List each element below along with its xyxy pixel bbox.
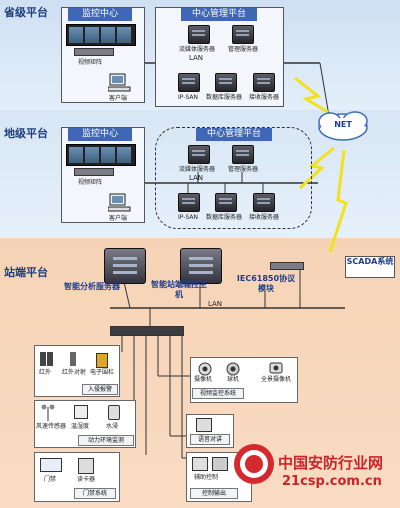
control-relay-icon bbox=[192, 457, 208, 471]
province-mgmt-server-icon bbox=[232, 25, 254, 44]
control-item-1: 辅助控制 bbox=[193, 474, 218, 481]
control-panel-icon bbox=[212, 457, 228, 471]
city-ipsan-label: IP-SAN bbox=[178, 214, 198, 221]
province-access-server-label: 接收服务器 bbox=[248, 94, 279, 101]
electronic-fence-icon bbox=[96, 353, 108, 368]
city-media-server-icon bbox=[188, 145, 210, 164]
province-client-label: 客户端 bbox=[108, 95, 127, 102]
intercom-title: 语音对讲 bbox=[190, 434, 230, 445]
intrusion-item-2: 红外对射 bbox=[62, 369, 87, 376]
access-item-2: 读卡器 bbox=[76, 476, 95, 483]
city-mgmt-platform: 中心管理平台 bbox=[155, 127, 312, 229]
env-item-2: 温湿度 bbox=[70, 423, 89, 430]
city-video-matrix-icon bbox=[74, 168, 114, 176]
province-media-server-label: 流媒体服务器 bbox=[178, 46, 215, 53]
province-media-server-icon bbox=[188, 25, 210, 44]
analysis-server-icon bbox=[104, 248, 146, 284]
intercom-icon bbox=[196, 418, 212, 432]
intrusion-item-3: 电子围栏 bbox=[90, 369, 115, 376]
aux-host-label: 智能站端辅控主机 bbox=[151, 280, 207, 299]
analysis-server-label: 智能分析服务器 bbox=[64, 282, 120, 291]
watermark-name: 中国安防行业网 bbox=[278, 454, 384, 472]
infrared-icon bbox=[40, 352, 46, 366]
province-db-server-label: 数据库服务器 bbox=[205, 94, 242, 101]
city-media-server-label: 流媒体服务器 bbox=[178, 166, 215, 173]
city-db-server-label: 数据库服务器 bbox=[205, 214, 242, 221]
province-mgmt-platform: 中心管理平台 bbox=[155, 7, 284, 107]
client-pc-icon bbox=[108, 73, 131, 92]
city-lan-label: LAN bbox=[188, 174, 204, 182]
city-access-server-icon bbox=[253, 193, 275, 212]
intrusion-alarm-title: 入侵报警 bbox=[82, 384, 118, 395]
province-label: 省级平台 bbox=[4, 6, 48, 19]
video-item-1: 摄像机 bbox=[193, 376, 212, 383]
city-mgmt-server-label: 管理服务器 bbox=[227, 166, 258, 173]
city-mgmt-platform-title: 中心管理平台 bbox=[196, 128, 272, 141]
city-db-server-icon bbox=[215, 193, 237, 212]
site-lan-label: LAN bbox=[207, 300, 223, 308]
city-ipsan-icon bbox=[178, 193, 200, 212]
net-cloud-label: NET bbox=[334, 120, 352, 129]
door-icon bbox=[40, 458, 62, 472]
infrared-icon-2 bbox=[47, 352, 53, 366]
camera-icon bbox=[198, 362, 212, 376]
city-access-server-label: 接收服务器 bbox=[248, 214, 279, 221]
city-client-pc-icon bbox=[108, 193, 131, 212]
province-lan-label: LAN bbox=[188, 54, 204, 62]
csp-logo-icon bbox=[234, 444, 274, 484]
video-surveillance-title: 视频监控系统 bbox=[192, 388, 244, 399]
city-monitor-center-title: 监控中心 bbox=[68, 128, 132, 141]
video-wall-icon bbox=[66, 24, 136, 46]
city-video-matrix-label: 视频矩阵 bbox=[77, 179, 102, 186]
city-mgmt-server-icon bbox=[232, 145, 254, 164]
video-matrix-icon bbox=[74, 48, 114, 56]
province-mgmt-platform-title: 中心管理平台 bbox=[181, 8, 257, 21]
video-item-3: 全景摄像机 bbox=[260, 376, 291, 383]
intrusion-item-1: 红外 bbox=[38, 369, 51, 376]
province-monitor-center-title: 监控中心 bbox=[68, 8, 132, 21]
card-reader-icon bbox=[78, 458, 94, 474]
video-item-2: 球机 bbox=[226, 376, 239, 383]
panorama-camera-icon bbox=[269, 362, 283, 374]
scada-system-box: SCADA系统 bbox=[345, 256, 395, 278]
access-item-1: 门禁 bbox=[43, 476, 56, 483]
access-control-title: 门禁系统 bbox=[74, 488, 116, 499]
iec-module-label: IEC61850协议模块 bbox=[236, 274, 296, 293]
province-ipsan-label: IP-SAN bbox=[178, 94, 198, 101]
city-video-wall-icon bbox=[66, 144, 136, 166]
water-sensor-icon bbox=[108, 405, 120, 420]
temp-humidity-icon bbox=[74, 405, 88, 419]
city-client-label: 客户端 bbox=[108, 215, 127, 222]
dome-camera-icon bbox=[226, 362, 240, 376]
aux-host-icon bbox=[180, 248, 222, 284]
env-monitoring-title: 动力环境监测 bbox=[78, 435, 134, 446]
env-item-1: 风速传感器 bbox=[36, 423, 67, 430]
env-item-3: 水浸 bbox=[105, 423, 118, 430]
control-output-title: 控制输出 bbox=[190, 488, 238, 499]
province-ipsan-icon bbox=[178, 73, 200, 92]
beam-detector-icon bbox=[70, 352, 76, 366]
network-switch-icon bbox=[110, 326, 184, 336]
wind-sensor-icon bbox=[41, 404, 55, 421]
province-video-matrix-label: 视频矩阵 bbox=[77, 59, 102, 66]
province-mgmt-server-label: 管理服务器 bbox=[227, 46, 258, 53]
watermark-url: 21csp.com.cn bbox=[282, 474, 382, 489]
province-db-server-icon bbox=[215, 73, 237, 92]
site-label: 站端平台 bbox=[4, 266, 48, 279]
city-label: 地级平台 bbox=[4, 127, 48, 140]
iec-module-icon bbox=[270, 262, 304, 270]
province-access-server-icon bbox=[253, 73, 275, 92]
